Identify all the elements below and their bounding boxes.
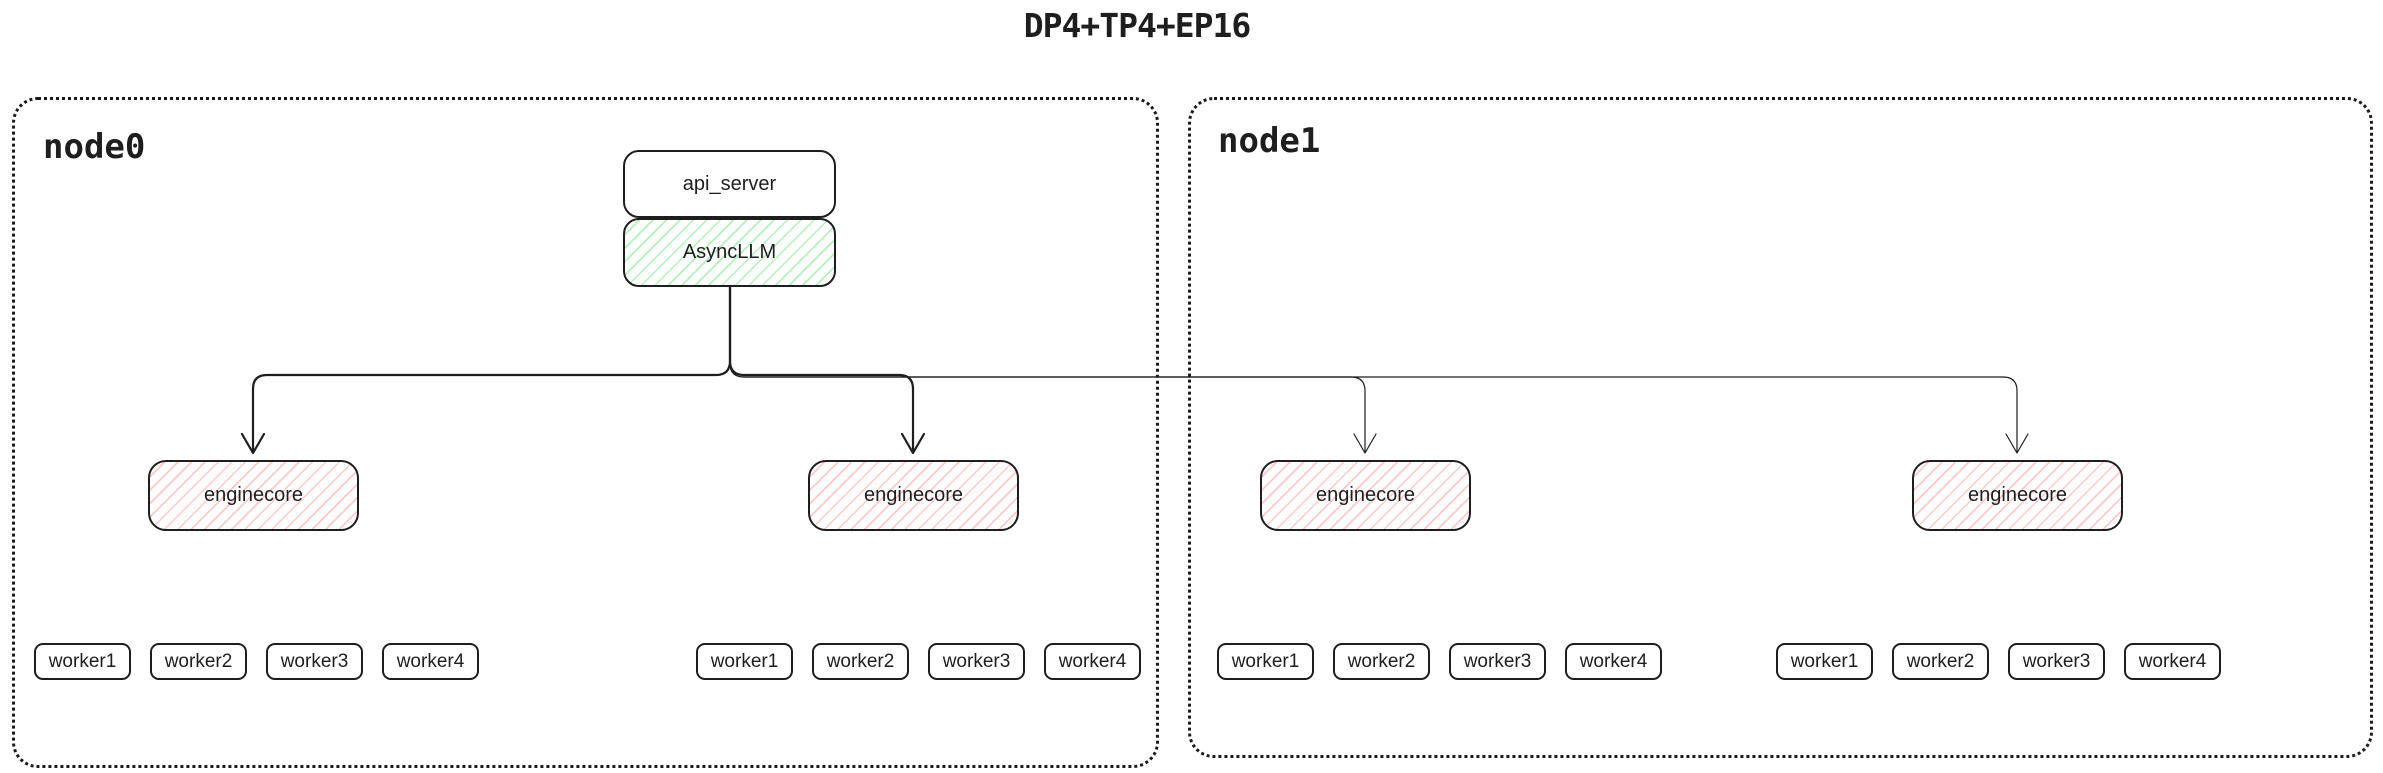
worker-box[interactable]: worker4	[1044, 643, 1141, 680]
worker-label: worker4	[396, 650, 465, 672]
worker-label: worker1	[710, 650, 779, 672]
node0-label: node0	[43, 127, 146, 167]
worker-label: worker4	[1579, 650, 1648, 672]
worker-group: worker1 worker2 worker3 worker4	[34, 643, 479, 680]
diagram-title: DP4+TP4+EP16	[1023, 6, 1251, 45]
worker-label: worker3	[2022, 650, 2091, 672]
enginecore-label: enginecore	[1316, 484, 1415, 506]
enginecore-label: enginecore	[864, 484, 963, 506]
worker-box[interactable]: worker2	[812, 643, 909, 680]
worker-box[interactable]: worker3	[1449, 643, 1546, 680]
worker-group: worker1 worker2 worker3 worker4	[1217, 643, 1662, 680]
api-server-label: api_server	[682, 172, 777, 195]
api-server-box[interactable]: api_server	[623, 150, 836, 218]
worker-box[interactable]: worker2	[1333, 643, 1430, 680]
worker-box[interactable]: worker3	[266, 643, 363, 680]
asyncllm-box[interactable]: AsyncLLM	[623, 218, 836, 287]
enginecore-box[interactable]: enginecore	[1260, 460, 1471, 531]
enginecore-label: enginecore	[204, 484, 303, 506]
worker-label: worker1	[1790, 650, 1859, 672]
worker-label: worker3	[1463, 650, 1532, 672]
worker-label: worker2	[1347, 650, 1416, 672]
worker-label: worker3	[942, 650, 1011, 672]
worker-box[interactable]: worker3	[928, 643, 1025, 680]
worker-label: worker2	[1906, 650, 1975, 672]
enginecore-label: enginecore	[1968, 484, 2067, 506]
worker-box[interactable]: worker1	[1217, 643, 1314, 680]
worker-label: worker1	[1231, 650, 1300, 672]
worker-box[interactable]: worker1	[34, 643, 131, 680]
worker-box[interactable]: worker4	[382, 643, 479, 680]
worker-label: worker4	[2138, 650, 2207, 672]
worker-label: worker1	[48, 650, 117, 672]
enginecore-box[interactable]: enginecore	[808, 460, 1019, 531]
worker-box[interactable]: worker1	[1776, 643, 1873, 680]
worker-box[interactable]: worker2	[1892, 643, 1989, 680]
worker-label: worker2	[164, 650, 233, 672]
enginecore-box[interactable]: enginecore	[148, 460, 359, 531]
worker-box[interactable]: worker1	[696, 643, 793, 680]
worker-box[interactable]: worker2	[150, 643, 247, 680]
worker-group: worker1 worker2 worker3 worker4	[696, 643, 1141, 680]
worker-label: worker4	[1058, 650, 1127, 672]
worker-box[interactable]: worker4	[2124, 643, 2221, 680]
asyncllm-label: AsyncLLM	[682, 241, 777, 263]
worker-group: worker1 worker2 worker3 worker4	[1776, 643, 2221, 680]
worker-box[interactable]: worker3	[2008, 643, 2105, 680]
worker-label: worker2	[826, 650, 895, 672]
worker-label: worker3	[280, 650, 349, 672]
node1-label: node1	[1218, 121, 1321, 161]
worker-box[interactable]: worker4	[1565, 643, 1662, 680]
enginecore-box[interactable]: enginecore	[1912, 460, 2123, 531]
